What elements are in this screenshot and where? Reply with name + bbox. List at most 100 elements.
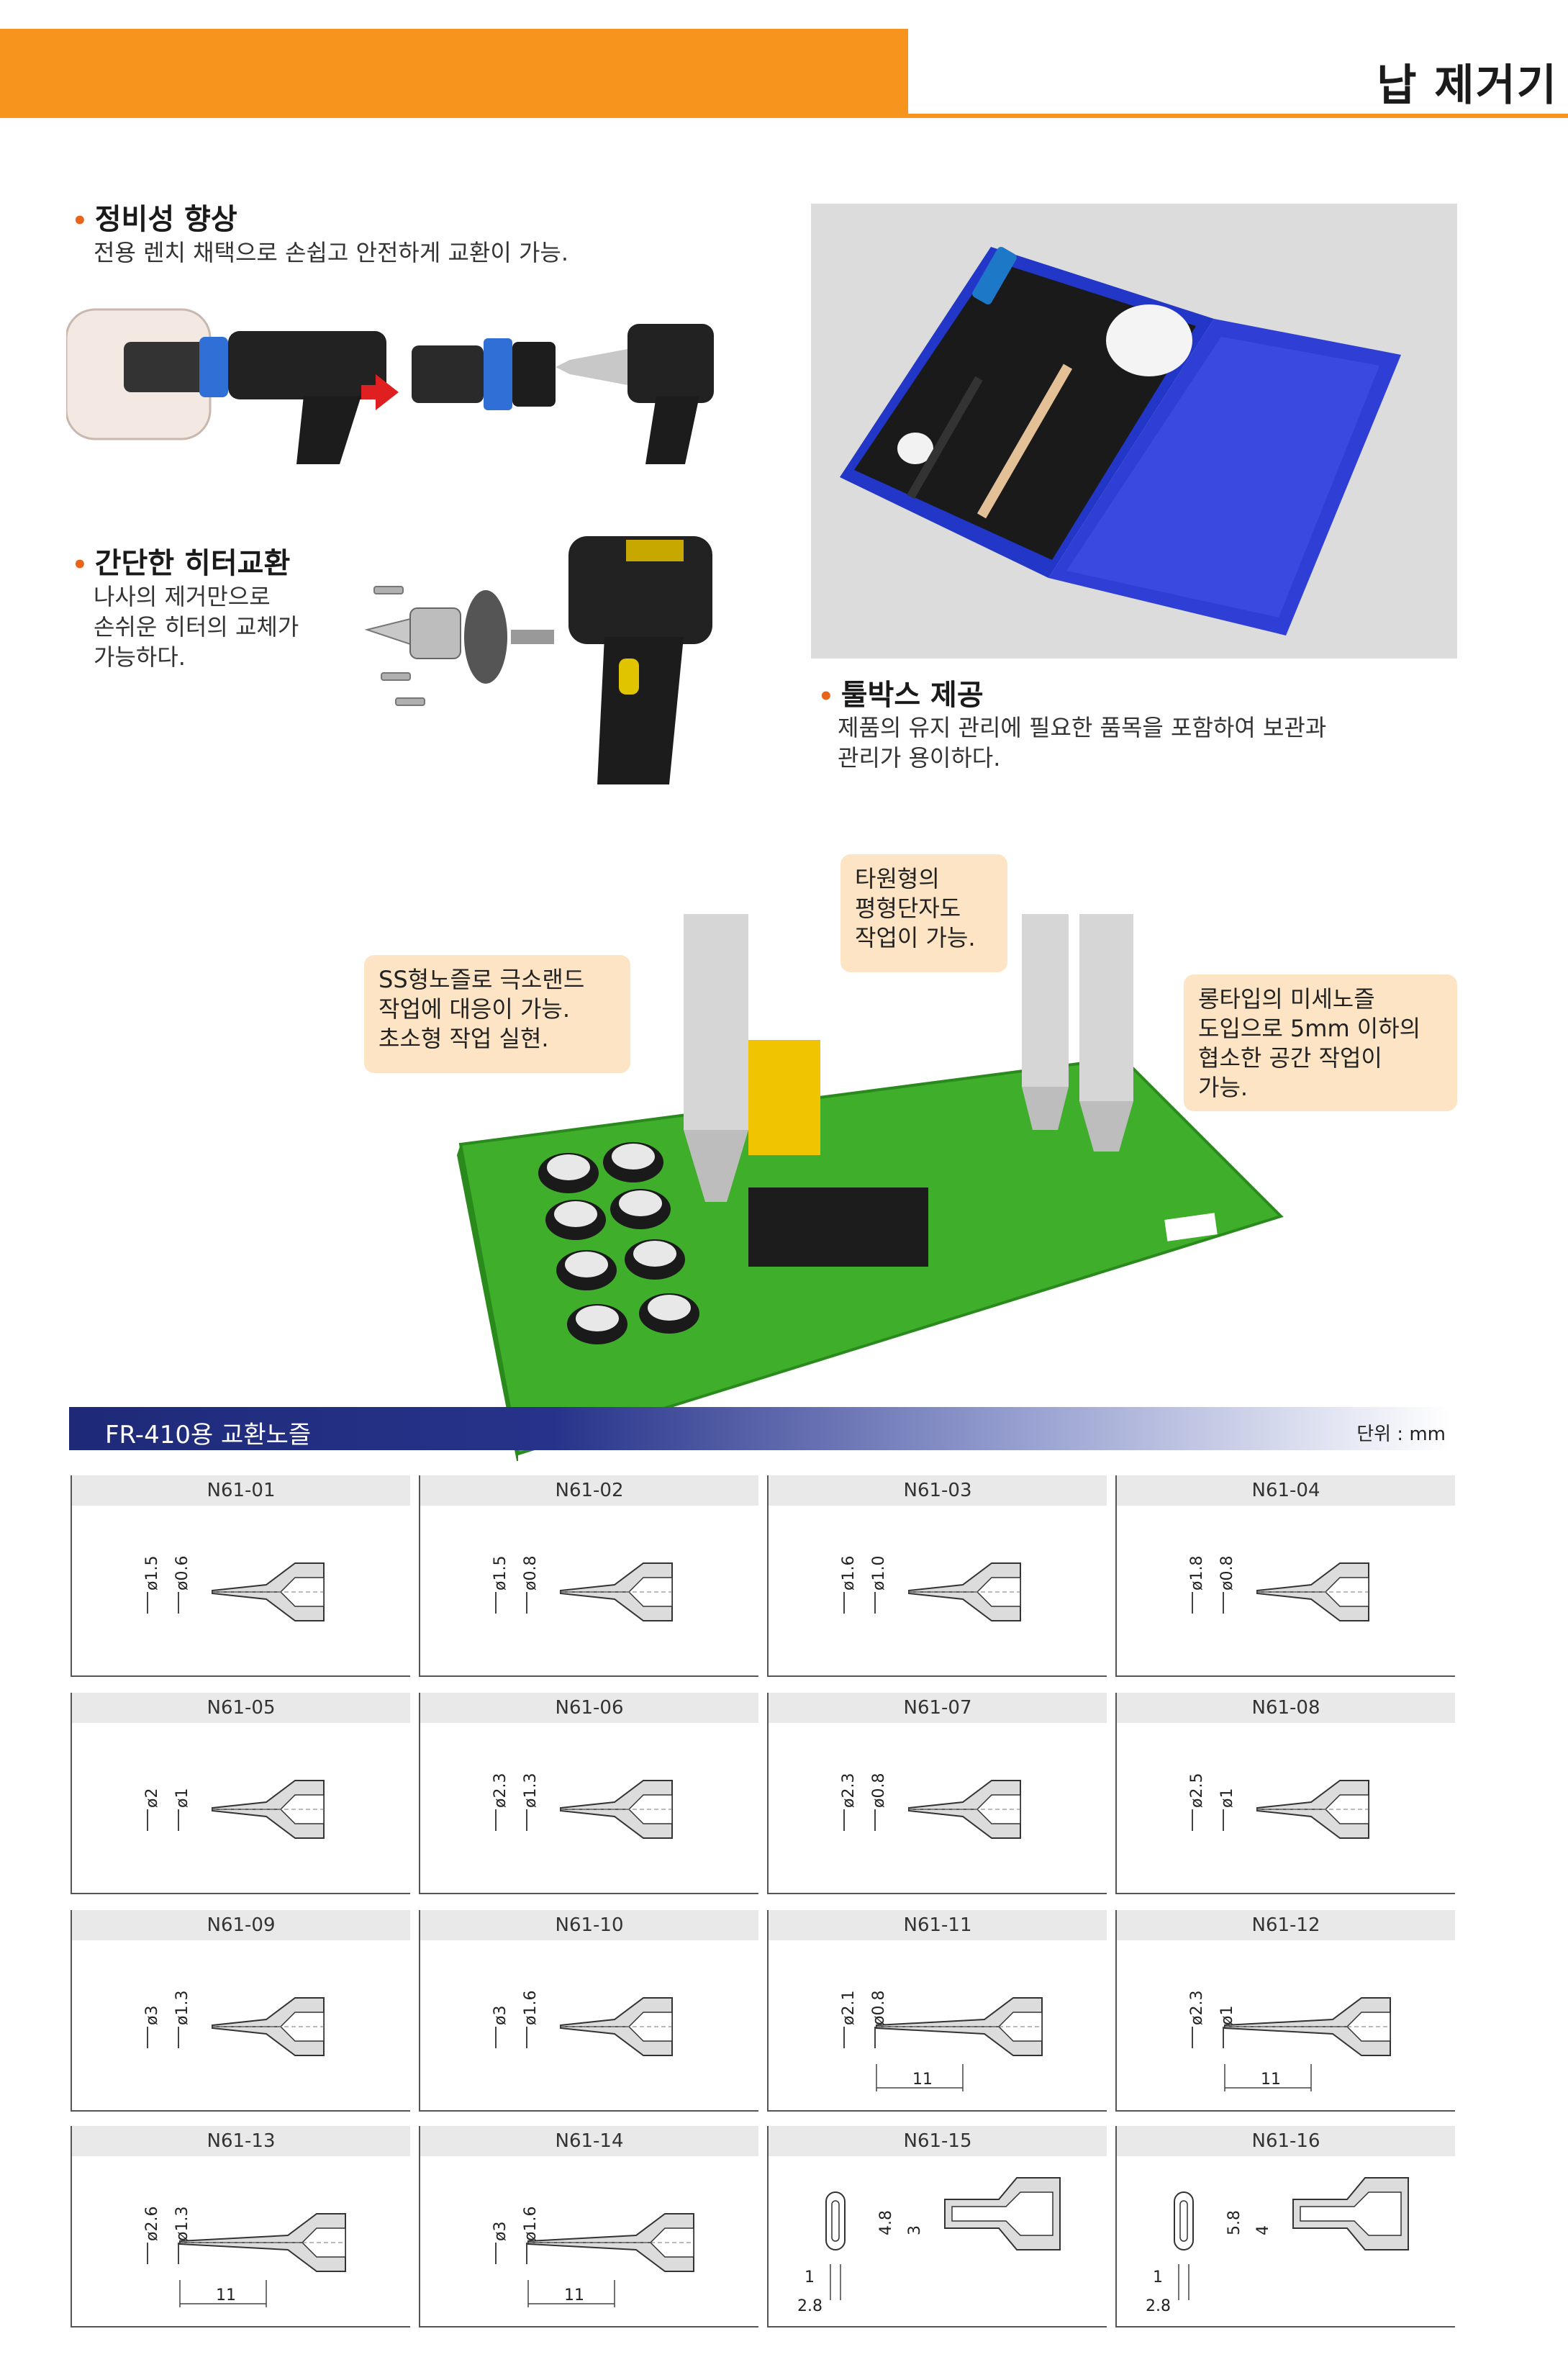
outer-diameter-label: ø1.5 [143,1556,161,1591]
bullet-icon: • [818,682,834,711]
oval-slot-shape [1174,2191,1194,2250]
bubble-long-nozzle: 롱타입의 미세노즐 도입으로 5mm 이하의 협소한 공간 작업이 가능. [1184,974,1457,1111]
nozzle-section-shape [908,1780,1021,1839]
outer-diameter-label: ø3 [491,2222,509,2241]
nozzle-drawing: ø2.1 ø0.8 11 [840,1991,1043,2091]
header-bar [0,29,908,118]
inner-diameter-label: ø1 [173,1788,191,1808]
outer-diameter-label: ø2.3 [1188,1991,1206,2025]
nozzle-section-shape [876,1997,1043,2056]
nozzle-label: N61-05 [72,1693,410,1723]
feature-maintenance-desc: 전용 렌치 채택으로 손쉽고 안전하게 교환이 가능. [94,239,569,266]
bubble-line: SS형노즐로 극소랜드 [379,966,585,993]
length-label: 11 [216,2286,236,2304]
pcb-nozzle-illustration [457,914,1284,1461]
nozzle-section-shape [560,1780,673,1839]
nozzle-card: N61-12 ø2.3 ø1 11 [1115,1910,1455,2112]
nozzle-section-shape [944,2177,1061,2250]
nozzle-label: N61-13 [72,2126,410,2156]
nozzle-card: N61-11 ø2.1 ø0.8 11 [767,1910,1107,2112]
nozzle-card: N61-04 ø1.8 ø0.8 [1115,1475,1455,1677]
inner-dimension-label: 4 [1254,2225,1272,2235]
inner-diameter-label: ø0.8 [1218,1556,1236,1591]
feature-toolbox-title: •툴박스 제공 [818,679,984,712]
feature-maintenance-title: •정비성 향상 [72,203,237,236]
nozzle-section-bar [69,1407,1451,1450]
slot-total-label: 2.8 [797,2297,822,2315]
nozzle-section-shape [560,1562,673,1621]
nozzle-drawing: ø2.3 ø1.3 [491,1773,673,1839]
outer-diameter-label: ø2.1 [840,1991,858,2025]
bubble-line: 가능. [1198,1074,1248,1101]
inner-dimension-label: 3 [906,2225,924,2235]
heater-exchange-illustration [364,536,712,784]
inner-diameter-label: ø0.8 [870,1991,888,2025]
bubble-line: 협소한 공간 작업이 [1198,1044,1382,1072]
slot-width-label: 1 [1153,2268,1163,2286]
feature-heater-title: •간단한 히터교환 [72,547,291,580]
outer-diameter-label: ø2.6 [143,2207,161,2241]
bubble-line: 평형단자도 [855,895,961,922]
nozzle-label: N61-02 [420,1475,758,1506]
inner-diameter-label: ø1.6 [522,2207,540,2241]
inner-diameter-label: ø1 [1218,2006,1236,2025]
nozzle-label: N61-12 [1117,1910,1455,1940]
nozzle-drawing: ø1.5 ø0.6 [143,1556,325,1621]
slot-width-label: 1 [805,2268,815,2286]
bubble-line: 초소형 작업 실현. [379,1025,549,1052]
nozzle-label: N61-04 [1117,1475,1455,1506]
nozzle-section-shape [527,2213,694,2272]
bullet-icon: • [72,551,88,579]
desc-line: 손쉬운 히터의 교체가 [94,613,299,641]
inner-diameter-label: ø1.3 [522,1773,540,1808]
outer-diameter-label: ø1.6 [840,1556,858,1591]
slot-total-label: 2.8 [1146,2297,1171,2315]
nozzle-label: N61-11 [769,1910,1107,1940]
desc-line: 관리가 용이하다. [838,744,1001,772]
desc-line: 나사의 제거만으로 [94,583,271,610]
outer-diameter-label: ø2.3 [491,1773,509,1808]
nozzle-section-shape [1256,1780,1369,1839]
inner-diameter-label: ø1.3 [173,1991,191,2025]
bullet-icon: • [72,207,88,235]
nozzle-drawing: ø2.3 ø1 11 [1188,1991,1391,2091]
desc-line: 제품의 유지 관리에 필요한 품목을 포함하여 보관과 [838,714,1327,741]
length-label: 11 [1261,2071,1281,2089]
nozzle-section-title: FR-410용 교환노즐 [105,1421,312,1449]
outer-diameter-label: ø3 [491,2006,509,2025]
length-label: 11 [912,2071,933,2089]
nozzle-label: N61-01 [72,1475,410,1506]
toolbox-photo [811,204,1457,659]
page-title: 납 제거기 [1377,60,1558,111]
outer-diameter-label: ø1.8 [1188,1556,1206,1591]
bubble-line: 타원형의 [855,865,940,892]
feature-toolbox-desc: 제품의 유지 관리에 필요한 품목을 포함하여 보관과 관리가 용이하다. [838,712,1326,773]
outer-diameter-label: ø2.5 [1188,1773,1206,1808]
bubble-line: 롱타입의 미세노즐 [1198,985,1375,1013]
bubble-line: 작업이 가능. [855,924,976,951]
inner-diameter-label: ø0.6 [173,1556,191,1591]
bubble-ss-nozzle: SS형노즐로 극소랜드 작업에 대응이 가능. 초소형 작업 실현. [364,955,630,1073]
nozzle-section-shape [1256,1562,1369,1621]
bubble-oval-nozzle: 타원형의 평형단자도 작업이 가능. [840,854,1007,972]
nozzle-section-shape [212,1562,325,1621]
nozzle-section-shape [212,1997,325,2056]
inner-diameter-label: ø1 [1218,1788,1236,1808]
nozzle-label: N61-10 [420,1910,758,1940]
